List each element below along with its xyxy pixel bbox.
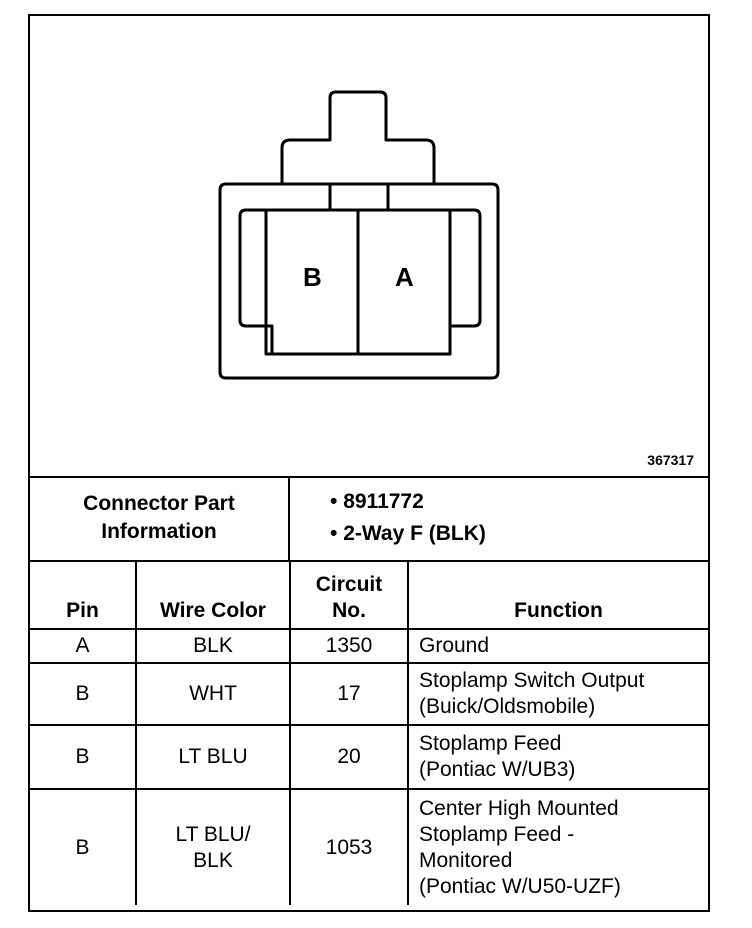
cell-function: Ground <box>407 628 708 664</box>
table-row: B LT BLU 20 Stoplamp Feed (Pontiac W/UB3… <box>30 724 708 790</box>
header-function: Function <box>407 560 708 630</box>
bullet-item: • 2-Way F (BLK) <box>330 522 486 545</box>
cell-function: Stoplamp Feed (Pontiac W/UB3) <box>407 724 708 790</box>
part-number: 8911772 <box>343 490 424 513</box>
header-circuit-line1: Circuit <box>315 573 383 596</box>
connector-info-title-line2: Information <box>101 520 217 543</box>
table-row: B LT BLU/ BLK 1053 Center High Mounted S… <box>30 788 708 905</box>
cell-pin: A <box>30 628 137 664</box>
pin-a-label: A <box>395 262 414 292</box>
cell-pin: B <box>30 724 137 790</box>
latch-tab <box>280 90 436 184</box>
header-pin: Pin <box>30 560 137 630</box>
connector-type: 2-Way F (BLK) <box>343 522 486 545</box>
cell-circuit: 1053 <box>289 788 409 905</box>
cell-function: Center High Mounted Stoplamp Feed - Moni… <box>407 788 708 905</box>
connector-face-drawing <box>218 90 500 380</box>
cell-wire-color: BLK <box>135 628 291 664</box>
cell-pin: B <box>30 788 137 905</box>
cell-circuit: 1350 <box>289 628 409 664</box>
table-row: B WHT 17 Stoplamp Switch Output (Buick/O… <box>30 662 708 726</box>
cell-circuit: 20 <box>289 724 409 790</box>
inner-cavity <box>238 208 482 356</box>
connector-part-info: Connector Part Information • 8911772 • 2… <box>30 476 708 562</box>
cell-wire-color: WHT <box>135 662 291 726</box>
housing-outline <box>218 182 500 380</box>
connector-info-title-line1: Connector Part <box>83 492 235 515</box>
cell-function: Stoplamp Switch Output (Buick/Oldsmobile… <box>407 662 708 726</box>
pin-b-label: B <box>303 262 322 292</box>
header-circuit-line2: No. <box>332 599 366 622</box>
terminal-a <box>356 208 452 356</box>
pin-table: Pin Wire Color Circuit No. Function A BL… <box>30 560 708 905</box>
cell-pin: B <box>30 662 137 726</box>
pin-table-header: Pin Wire Color Circuit No. Function <box>30 560 708 630</box>
connector-figure: B A 367317 <box>30 16 708 478</box>
connector-info-title: Connector Part Information <box>30 476 290 560</box>
table-row: A BLK 1350 Ground <box>30 628 708 664</box>
header-circuit: Circuit No. <box>289 560 409 630</box>
header-wire-color: Wire Color <box>135 560 291 630</box>
connector-sheet: B A 367317 Connector Part Information • … <box>28 14 710 912</box>
bullet-item: • 8911772 <box>330 490 424 513</box>
cell-wire-color: LT BLU/ BLK <box>135 788 291 905</box>
cell-wire-color: LT BLU <box>135 724 291 790</box>
connector-info-bullets: • 8911772 • 2-Way F (BLK) <box>330 486 486 550</box>
figure-id: 367317 <box>647 452 694 468</box>
cell-circuit: 17 <box>289 662 409 726</box>
